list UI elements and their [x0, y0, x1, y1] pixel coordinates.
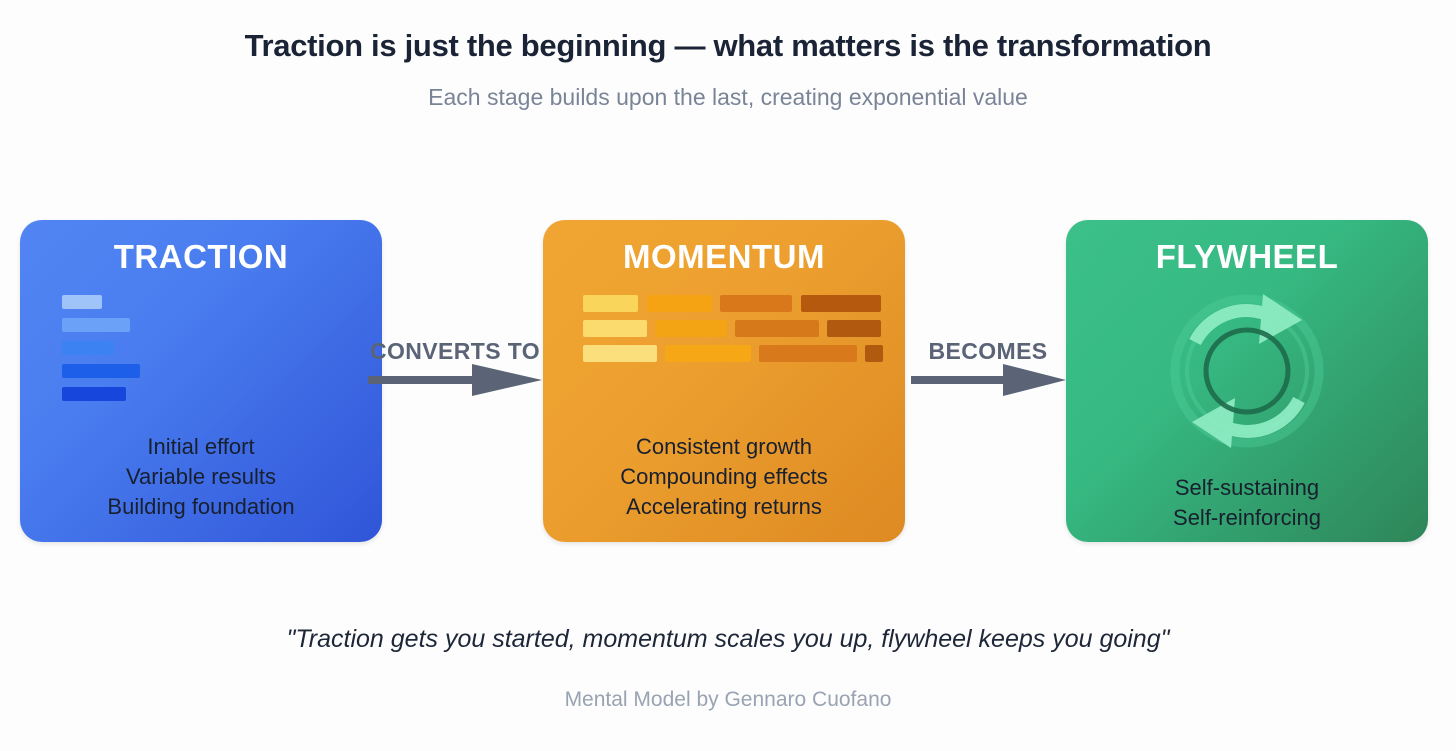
momentum-bar-segment — [583, 345, 657, 362]
recycle-cycle-icon — [1170, 294, 1324, 448]
stage-title-momentum: MOMENTUM — [623, 238, 825, 275]
traction-bar — [62, 387, 126, 401]
stage-description-line: Accelerating returns — [626, 494, 822, 519]
momentum-bar-segment — [583, 320, 647, 337]
arrow-right-icon — [368, 364, 542, 396]
stage-description-line: Variable results — [126, 464, 276, 489]
footer-quote: "Traction gets you started, momentum sca… — [286, 625, 1170, 653]
momentum-bar-segment — [801, 295, 881, 312]
stage-description-line: Self-reinforcing — [1173, 505, 1321, 530]
page-subtitle: Each stage builds upon the last, creatin… — [428, 84, 1028, 110]
momentum-bar-segment — [865, 345, 883, 362]
stage-description-line: Building foundation — [107, 494, 295, 519]
momentum-bar-grid — [583, 295, 883, 370]
stage-description-line: Initial effort — [147, 434, 255, 459]
momentum-bar-row — [583, 320, 883, 337]
arrow-right-icon — [911, 364, 1066, 396]
page-title: Traction is just the beginning — what ma… — [244, 28, 1212, 63]
momentum-bar-segment — [720, 295, 792, 312]
traction-bar — [62, 364, 140, 378]
momentum-bar-row — [583, 295, 883, 312]
stage-description-line: Consistent growth — [635, 434, 813, 459]
traction-bar — [62, 341, 114, 355]
traction-bar-chart — [62, 295, 140, 410]
footer-credit: Mental Model by Gennaro Cuofano — [564, 688, 892, 711]
momentum-bar-segment — [827, 320, 881, 337]
momentum-bar-segment — [735, 320, 819, 337]
momentum-bar-segment — [665, 345, 751, 362]
momentum-bar-row — [583, 345, 883, 362]
stage-description-line: Self-sustaining — [1174, 475, 1320, 500]
momentum-bar-segment — [647, 295, 712, 312]
connector-label-converts-to: CONVERTS TO — [369, 338, 541, 364]
connector-label-becomes: BECOMES — [928, 338, 1048, 364]
stage-description-line: Compounding effects — [620, 464, 828, 489]
traction-bar — [62, 318, 130, 332]
connector-converts-to: CONVERTS TO — [360, 338, 550, 400]
momentum-bar-segment — [759, 345, 857, 362]
connector-becomes: BECOMES — [903, 338, 1073, 400]
momentum-bar-segment — [655, 320, 727, 337]
traction-bar — [62, 295, 102, 309]
stage-title-flywheel: FLYWHEEL — [1155, 238, 1339, 275]
momentum-bar-segment — [583, 295, 638, 312]
stage-title-traction: TRACTION — [113, 238, 289, 275]
